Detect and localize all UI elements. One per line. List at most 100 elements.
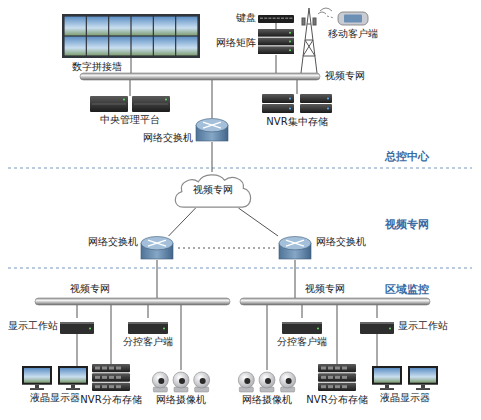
wall-screen [109,17,130,36]
camera [259,372,275,392]
connector-line [157,260,158,298]
tower-dish [313,18,316,25]
key [264,18,267,20]
connector-line [130,80,131,96]
monitor-base [416,388,430,390]
workstation-top [360,322,394,324]
device-label: 键盘 [218,12,256,24]
drive-bay [116,385,121,388]
switch-arrow [286,240,304,246]
key [281,18,284,20]
wall-screen [87,17,108,36]
status-light [327,108,329,110]
drive-bay [335,385,340,388]
camera [152,372,168,392]
key [285,18,288,20]
network-cloud: 视频专网 [172,172,254,208]
status-light [317,327,319,329]
device-label: 液晶显示器 [372,392,438,404]
drive-bay [109,367,114,370]
network-bus-icon [240,298,430,305]
switch-arrow [203,122,221,128]
monitor-pair-icon [22,366,88,390]
switch-arrow [148,240,166,246]
device-label: NVR分布存储 [302,394,372,406]
nvr-unit [262,94,294,103]
camera [194,372,210,392]
nvr-unit [92,373,130,381]
nvr-storage: NVR分布存储 [318,364,356,392]
camera-lens [179,378,185,384]
network-matrix-icon [258,29,294,55]
wall-screen [176,37,197,56]
workstation-body [128,322,168,334]
nvr-unit [318,373,356,381]
camera-lens [200,378,206,384]
monitor-base [30,388,44,390]
wall-screen [65,37,86,56]
tower-brace [307,24,311,25]
wall-screen [87,37,108,56]
monitor-stand [385,385,389,388]
monitor-bezel [408,366,438,385]
workstation-top [282,322,322,324]
camera-lens [286,378,292,384]
connector-line [238,208,278,236]
monitor-screen [60,368,86,383]
device-label: NVR分布存储 [76,394,146,406]
connector-line [377,305,378,318]
connector-line [131,58,132,73]
drive-bay [335,376,340,379]
status-light [123,99,125,101]
device-label: 数字拼接墙 [62,61,132,73]
connector-line [111,305,112,364]
connector-line [297,80,298,94]
client-workstation: 分控客户端 [282,318,322,334]
drive-bay [321,376,326,379]
device-label: 网络矩阵 [210,37,256,49]
nvr-unit [318,364,356,372]
switch-top [279,237,311,250]
monitor-stand [71,385,75,388]
wall-screen [132,37,153,56]
device-label: 视频专网 [305,283,355,295]
key [268,18,271,20]
server-unit [132,96,170,112]
pipe-body [80,73,320,80]
pipe-body [35,298,230,305]
section-divider [8,168,472,169]
keyboard-icon [258,15,294,23]
monitor-pair: 液晶显示器 [372,366,438,390]
video-wall-icon [62,14,200,58]
drive-bay [95,367,100,370]
device-label: 网络交换机 [137,132,193,144]
camera-group-icon [236,370,298,392]
drive-bay [328,376,333,379]
drive-bay [95,385,100,388]
monitor-base [380,388,394,390]
workstation-top [60,322,94,324]
camera-group-icon [150,370,212,392]
connector-line [148,305,149,318]
status-light [163,327,165,329]
status-light [289,41,291,43]
device-label: 分控客户端 [118,336,178,348]
display-workstation-icon [360,318,394,334]
monitor-bezel [58,366,88,385]
connector-line [377,334,378,366]
network-matrix: 网络矩阵 [258,29,294,55]
nvr-unit [262,104,294,113]
nvr-unit [92,364,130,372]
drive-bay [102,367,107,370]
tower-brace [303,40,313,56]
connector-line [169,208,196,236]
wall-screen [65,17,86,36]
nvr-storage-icon [262,94,332,114]
connector-line [212,142,213,172]
wall-screen [132,17,153,36]
drive-bay [116,367,121,370]
nvr-storage: NVR集中存储 [262,94,332,114]
display-workstation: 显示工作站 [360,318,394,334]
monitor-screen [374,368,400,383]
camera-dome [194,372,210,388]
